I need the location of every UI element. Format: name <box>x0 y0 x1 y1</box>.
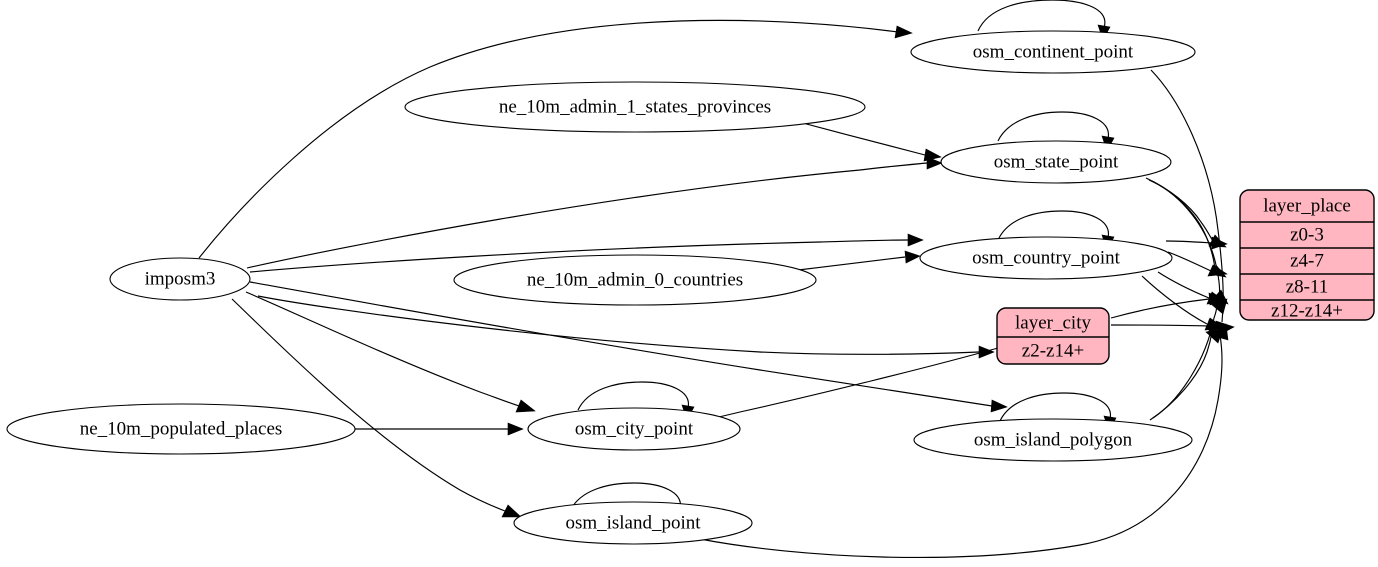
node-osm-continent-point[interactable]: osm_continent_point <box>910 30 1196 74</box>
edge-imposm3-to-osm-island-polygon <box>249 281 1008 413</box>
edge-imposm3-to-osm-country-point <box>249 233 924 273</box>
record-node-layer-city[interactable]: layer_city z2-z14+ <box>996 307 1110 365</box>
edge-osm-city-point-to-layer-city-z2 <box>257 295 995 359</box>
node-ne-10m-populated-places[interactable]: ne_10m_populated_places <box>6 403 356 455</box>
layer-place-row-z4-7[interactable]: z4-7 <box>1290 250 1324 271</box>
node-osm-island-point-label: osm_island_point <box>565 512 701 533</box>
edge-ne-populated-places-to-osm-city-point <box>354 422 524 436</box>
edge-imposm3-to-osm-state-point <box>246 156 943 269</box>
node-osm-city-point[interactable]: osm_city_point <box>527 407 741 451</box>
layer-city-title: layer_city <box>1015 312 1091 333</box>
node-osm-island-point[interactable]: osm_island_point <box>513 501 753 545</box>
node-ne-10m-admin-0-countries[interactable]: ne_10m_admin_0_countries <box>453 254 817 306</box>
layer-city-row-z2-z14plus[interactable]: z2-z14+ <box>1022 340 1084 361</box>
edge-imposm3-to-osm-island-point <box>231 298 522 518</box>
layer-place-row-z0-3[interactable]: z0-3 <box>1290 224 1324 245</box>
node-imposm3-label: imposm3 <box>145 268 216 289</box>
node-ne-10m-admin-1-states-provinces[interactable]: ne_10m_admin_1_states_provinces <box>404 81 866 133</box>
edge-layer-city-to-layer-place-z12 <box>1110 319 1225 333</box>
layer-place-row-z8-11[interactable]: z8-11 <box>1286 276 1329 297</box>
node-osm-state-point[interactable]: osm_state_point <box>940 140 1172 184</box>
node-osm-country-point[interactable]: osm_country_point <box>919 236 1173 280</box>
edge-ne-admin1-to-osm-state-point <box>798 121 942 162</box>
node-osm-country-point-label: osm_country_point <box>972 247 1120 268</box>
layer-place-title: layer_place <box>1263 195 1351 216</box>
edge-ne-admin0-to-osm-country-point <box>789 250 921 272</box>
node-layer: imposm3 ne_10m_populated_places ne_10m_a… <box>6 30 1196 545</box>
node-osm-state-point-label: osm_state_point <box>994 151 1119 172</box>
edge-layer-city-to-layer-place-z8 <box>1110 292 1226 319</box>
layer-place-row-z12-z14plus[interactable]: z12-z14+ <box>1271 300 1343 321</box>
edge-osm-country-point-to-layer-place-z4 <box>1167 251 1228 277</box>
edge-layer <box>198 0 1235 559</box>
edge-osm-country-point-to-layer-place-z0 <box>1165 236 1228 250</box>
node-osm-island-polygon-label: osm_island_polygon <box>974 429 1133 450</box>
node-osm-continent-point-label: osm_continent_point <box>973 41 1134 62</box>
edge-layer-city-to-osm-city-point <box>682 347 999 428</box>
edge-osm-state-point-to-layer-place-z0 <box>1145 177 1227 248</box>
node-ne-10m-admin-0-countries-label: ne_10m_admin_0_countries <box>527 269 743 290</box>
node-ne-10m-populated-places-label: ne_10m_populated_places <box>80 418 283 439</box>
node-osm-city-point-label: osm_city_point <box>575 418 694 439</box>
record-node-layer-place[interactable]: layer_place z0-3 z4-7 z8-11 z12-z14+ <box>1239 189 1375 321</box>
edge-imposm3-to-osm-continent-point <box>198 19 913 259</box>
edge-osm-island-polygon-to-layer-place-z8 <box>1152 298 1228 419</box>
node-osm-island-polygon[interactable]: osm_island_polygon <box>913 418 1193 462</box>
node-ne-10m-admin-1-states-provinces-label: ne_10m_admin_1_states_provinces <box>499 96 771 117</box>
node-imposm3[interactable]: imposm3 <box>109 257 251 301</box>
edge-osm-island-polygon-to-layer-place-z12 <box>1149 327 1224 421</box>
edge-imposm3-to-osm-city-point <box>245 291 536 413</box>
edge-osm-island-point-to-layer-place-z12 <box>699 323 1229 559</box>
